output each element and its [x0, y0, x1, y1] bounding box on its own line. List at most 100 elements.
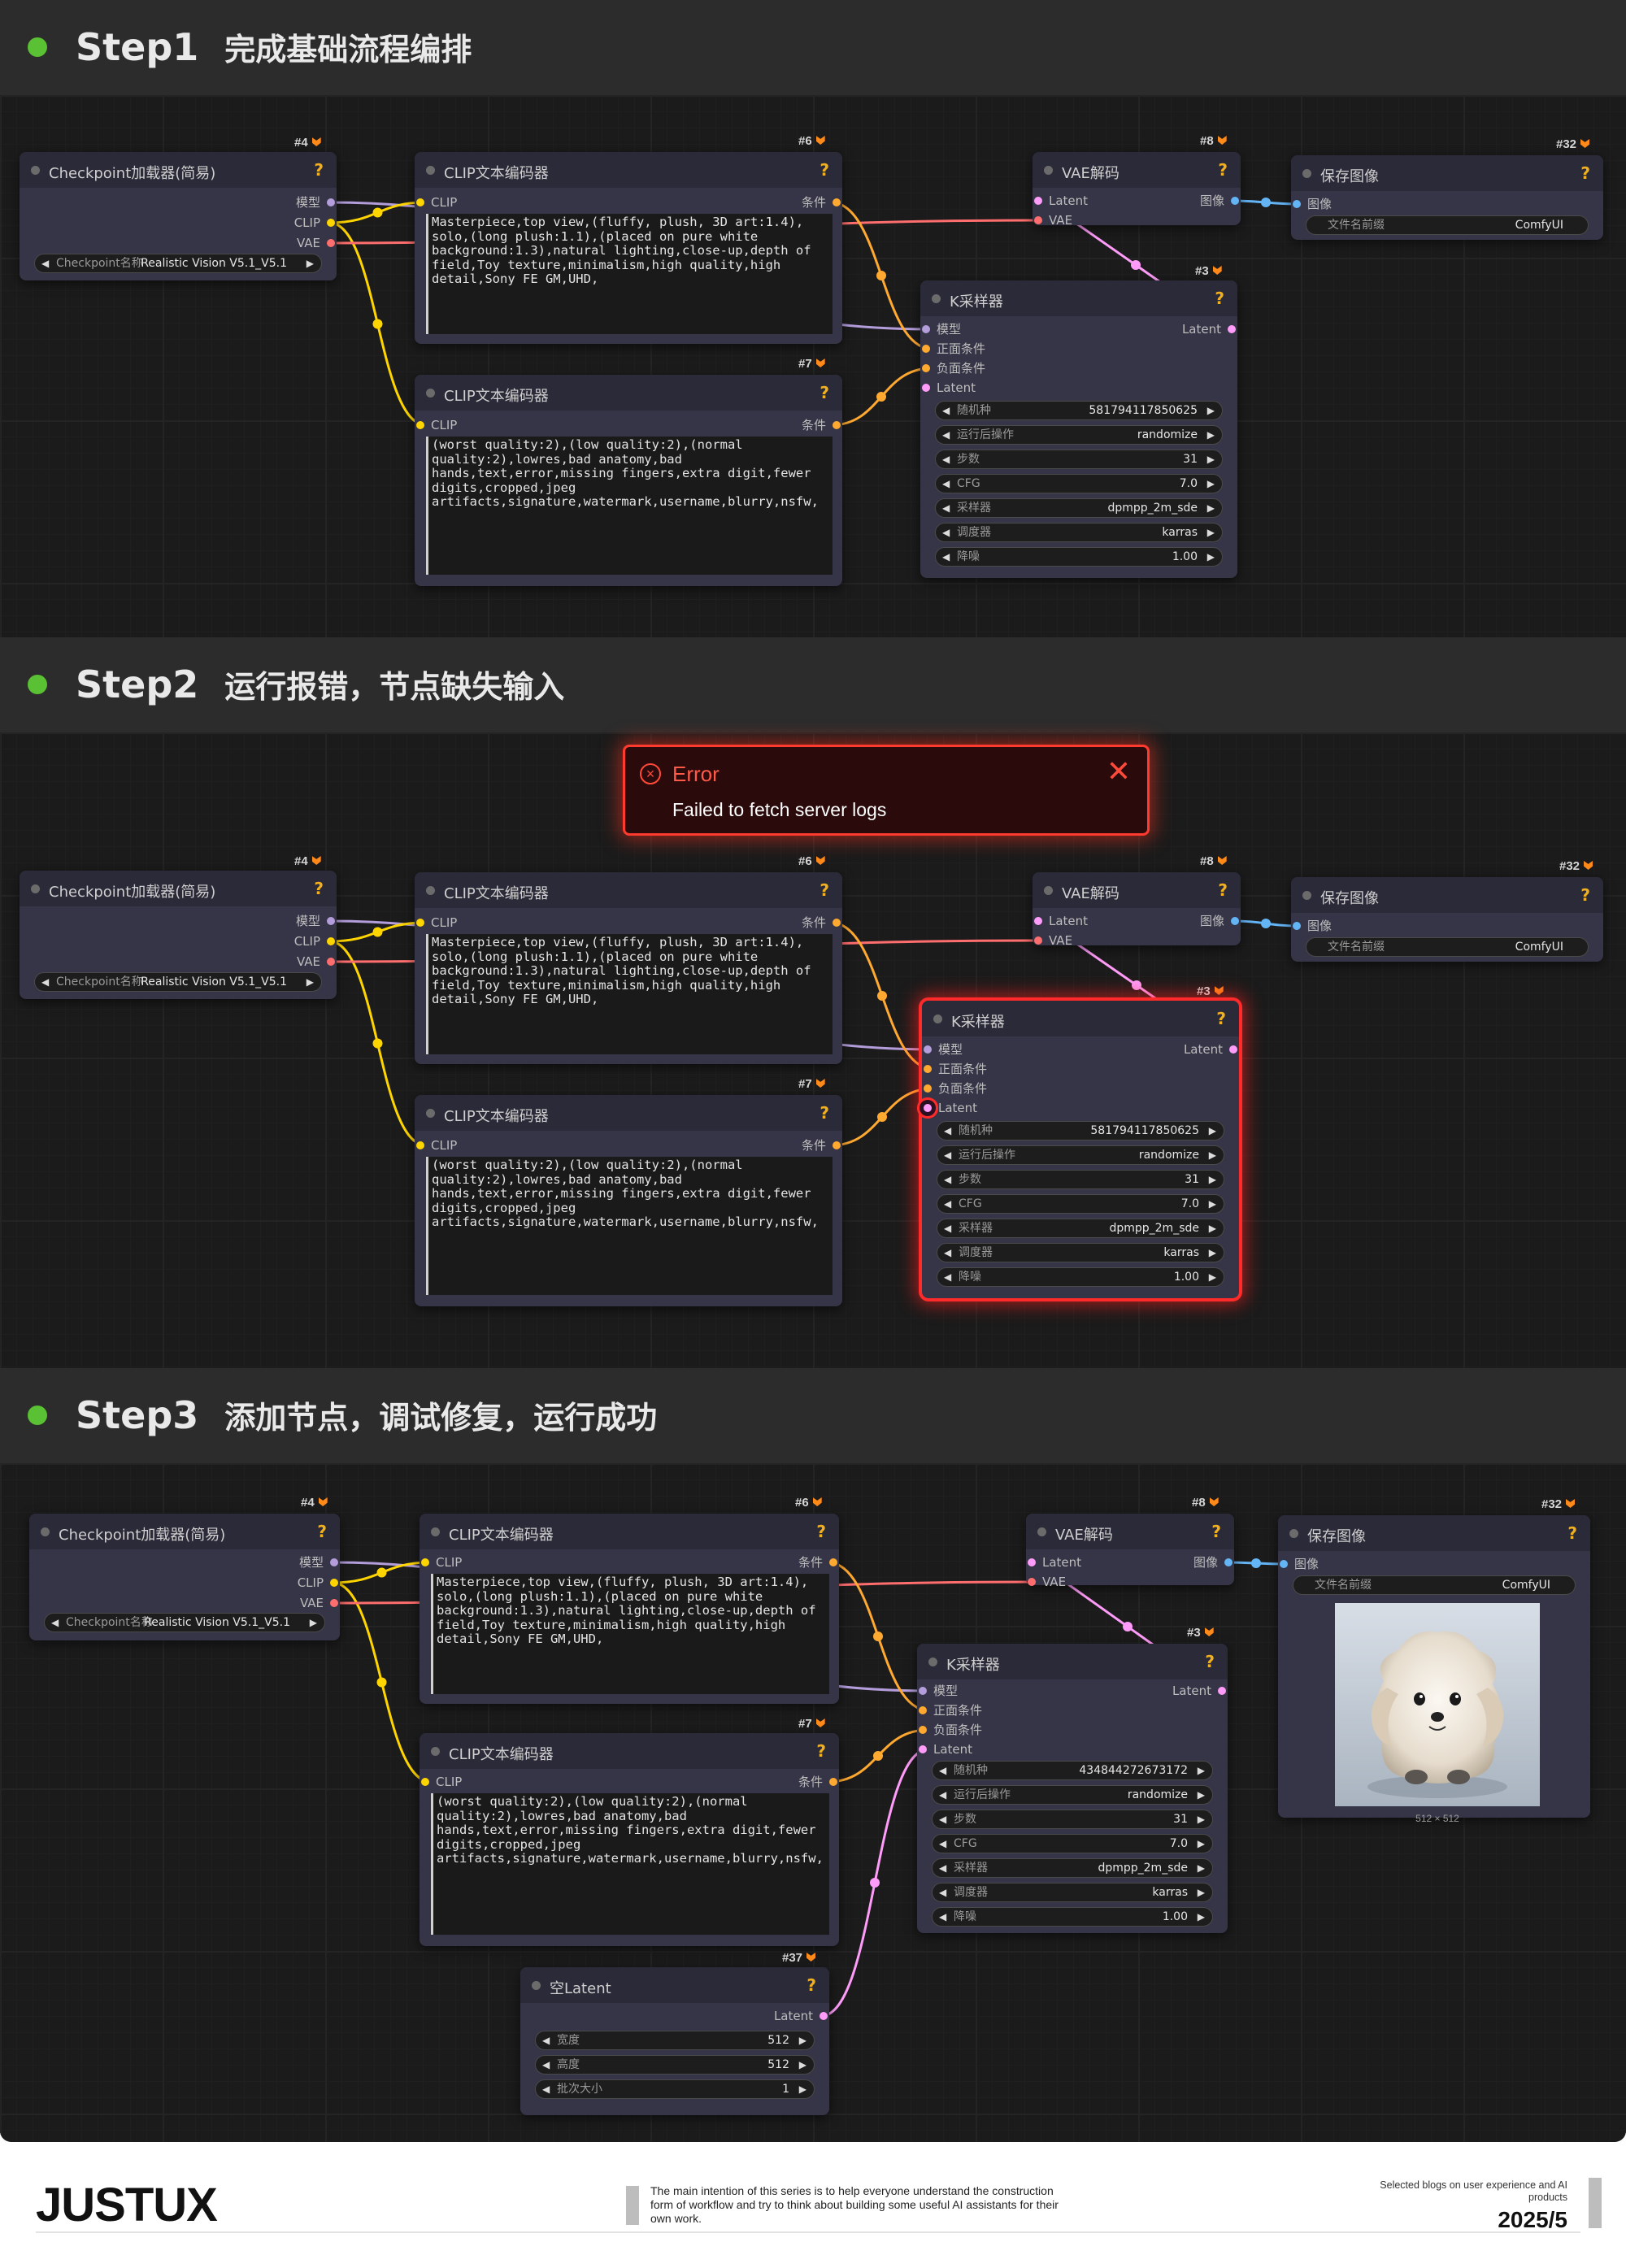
checkpoint-loader-node[interactable]: Checkpoint加载器(简易)? 模型 CLIP VAE ◀Checkpoi…	[20, 871, 337, 999]
clip-positive-clip-input[interactable]: CLIP	[415, 194, 512, 211]
clip-positive-cond-output[interactable]: 条件	[745, 194, 842, 211]
help-icon[interactable]: ?	[314, 160, 324, 180]
ksampler-latent-input[interactable]: Latent	[920, 380, 1026, 396]
vae-decode-image-output[interactable]: 图像	[1145, 1554, 1234, 1571]
save-image-image-input[interactable]: 图像	[1278, 1556, 1359, 1572]
save-image-image-input[interactable]: 图像	[1291, 918, 1372, 934]
positive-prompt-textarea[interactable]: Masterpiece,top view,(fluffy, plush, 3D …	[431, 1574, 829, 1694]
step3-canvas[interactable]: #4 Checkpoint加载器(简易)? 模型 CLIP VAE ◀Check…	[0, 1463, 1626, 2142]
ksampler-model-input[interactable]: 模型	[922, 1041, 1028, 1058]
vae-decode-latent-input[interactable]: Latent	[1033, 193, 1122, 209]
clip-positive-clip-input[interactable]: CLIP	[420, 1554, 517, 1571]
checkpoint-loader-node[interactable]: Checkpoint加载器(简易)? 模型 CLIP VAE ◀Checkpoi…	[29, 1514, 340, 1640]
clip-positive-cond-output[interactable]: 条件	[741, 1554, 839, 1571]
vae-decode-node[interactable]: VAE解码? Latent VAE 图像	[1033, 872, 1241, 948]
checkpoint-clip-output[interactable]: CLIP	[223, 933, 337, 949]
checkpoint-loader-node[interactable]: Checkpoint加载器(简易)? 模型 CLIP VAE ◀Checkpoi…	[20, 152, 337, 280]
clip-positive-cond-output[interactable]: 条件	[745, 915, 842, 931]
help-icon[interactable]: ?	[820, 383, 829, 402]
help-icon[interactable]: ?	[1215, 289, 1224, 308]
save-image-image-input[interactable]: 图像	[1291, 196, 1372, 212]
clip-negative-node[interactable]: CLIP文本编码器? CLIP 条件 (worst quality:2),(lo…	[415, 1095, 842, 1306]
ksampler-positive-input[interactable]: 正面条件	[920, 341, 1026, 357]
help-icon[interactable]: ?	[820, 880, 829, 900]
ksampler-positive-input[interactable]: 正面条件	[922, 1061, 1028, 1077]
vae-decode-latent-input[interactable]: Latent	[1026, 1554, 1115, 1571]
clip-negative-clip-input[interactable]: CLIP	[420, 1774, 517, 1790]
help-icon[interactable]: ?	[1218, 160, 1228, 180]
ksampler-model-input[interactable]: 模型	[920, 321, 1026, 337]
checkpoint-model-output[interactable]: 模型	[223, 194, 337, 211]
clip-positive-node[interactable]: CLIP文本编码器? CLIP 条件 Masterpiece,top view,…	[420, 1514, 839, 1704]
clip-positive-clip-input[interactable]: CLIP	[415, 915, 512, 931]
ksampler-model-input[interactable]: 模型	[917, 1683, 1023, 1699]
clip-negative-cond-output[interactable]: 条件	[741, 1774, 839, 1790]
vae-decode-image-output[interactable]: 图像	[1151, 913, 1241, 929]
help-icon[interactable]: ?	[1205, 1652, 1215, 1671]
positive-prompt-textarea[interactable]: Masterpiece,top view,(fluffy, plush, 3D …	[426, 934, 833, 1054]
ksampler-latent-output[interactable]: Latent	[1130, 1683, 1228, 1699]
vae-decode-latent-input[interactable]: Latent	[1033, 913, 1122, 929]
vae-decode-node[interactable]: VAE解码? Latent VAE 图像	[1033, 152, 1241, 228]
clip-positive-node[interactable]: CLIP文本编码器? CLIP 条件 Masterpiece,top view,…	[415, 152, 842, 344]
vae-decode-image-output[interactable]: 图像	[1151, 193, 1241, 209]
checkpoint-model-output[interactable]: 模型	[223, 913, 337, 929]
clip-negative-clip-input[interactable]: CLIP	[415, 1137, 512, 1154]
negative-prompt-textarea[interactable]: (worst quality:2),(low quality:2),(norma…	[426, 1157, 833, 1295]
clip-negative-cond-output[interactable]: 条件	[745, 1137, 842, 1154]
step1-canvas[interactable]: #4 Checkpoint加载器(简易)? 模型 CLIP VAE ◀Check…	[0, 95, 1626, 637]
negative-prompt-textarea[interactable]: (worst quality:2),(low quality:2),(norma…	[431, 1793, 829, 1935]
help-icon[interactable]: ?	[820, 1103, 829, 1123]
ksampler-latent-input[interactable]: Latent	[917, 1741, 1023, 1757]
generated-image-preview[interactable]	[1335, 1603, 1540, 1806]
help-icon[interactable]: ?	[1216, 1009, 1226, 1028]
clip-positive-node[interactable]: CLIP文本编码器? CLIP 条件 Masterpiece,top view,…	[415, 872, 842, 1064]
help-icon[interactable]: ?	[820, 160, 829, 180]
checkpoint-vae-output[interactable]: VAE	[226, 1595, 340, 1611]
help-icon[interactable]: ?	[317, 1522, 327, 1541]
clip-negative-node[interactable]: CLIP文本编码器? CLIP 条件 (worst quality:2),(lo…	[420, 1733, 839, 1946]
vae-decode-vae-input[interactable]: VAE	[1033, 212, 1122, 228]
checkpoint-clip-output[interactable]: CLIP	[223, 215, 337, 231]
ksampler-negative-input[interactable]: 负面条件	[920, 360, 1026, 376]
vae-decode-vae-input[interactable]: VAE	[1033, 932, 1122, 949]
vae-decode-vae-input[interactable]: VAE	[1026, 1574, 1115, 1590]
help-icon[interactable]: ?	[816, 1741, 826, 1761]
checkpoint-vae-output[interactable]: VAE	[223, 954, 337, 970]
close-icon[interactable]: ✕	[1106, 754, 1131, 788]
help-icon[interactable]: ?	[1580, 163, 1590, 183]
